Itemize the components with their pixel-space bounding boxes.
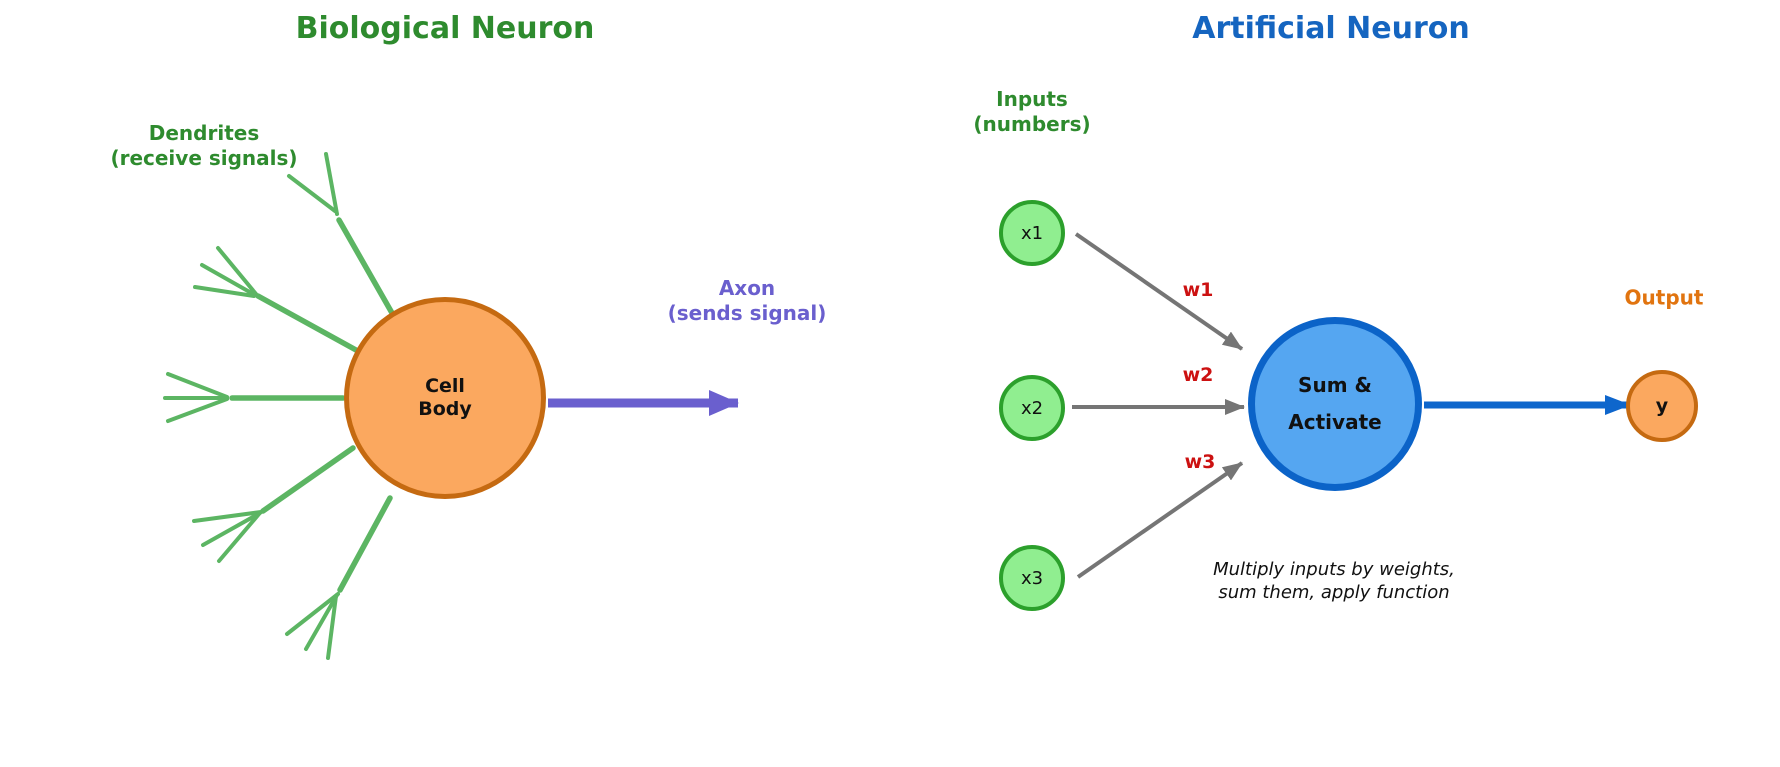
dendrites-label: Dendrites (receive signals)	[110, 121, 297, 171]
explanation-note-line2: sum them, apply function	[1218, 582, 1450, 603]
dendrites-label-line1: Dendrites	[148, 121, 260, 145]
input-node-x2-label: x2	[1020, 397, 1044, 419]
cell-body-label-line2: Body	[418, 398, 472, 420]
weight-arrow-w1	[1074, 232, 1244, 351]
axon-label: Axon (sends signal)	[668, 276, 827, 326]
sum-activate-node: Sum & Activate	[1248, 317, 1422, 491]
weight-label-w1: w1	[1182, 279, 1214, 301]
explanation-note-line1: Multiply inputs by weights,	[1213, 559, 1455, 580]
dendrites-label-line2: (receive signals)	[110, 146, 298, 170]
output-node-y-label: y	[1655, 395, 1669, 417]
weight-arrow-w3	[1076, 461, 1244, 579]
axon-label-line1: Axon	[718, 276, 776, 300]
left-panel-title: Biological Neuron	[295, 11, 595, 46]
inputs-label: Inputs (numbers)	[973, 87, 1090, 137]
input-node-x3-label: x3	[1020, 567, 1044, 589]
input-node-x1: x1	[999, 200, 1065, 266]
input-node-x3: x3	[999, 545, 1065, 611]
axon-label-line2: (sends signal)	[667, 301, 827, 325]
input-node-x2: x2	[999, 375, 1065, 441]
sum-activate-label-line1: Sum &	[1298, 373, 1372, 397]
weight-label-w3: w3	[1184, 451, 1216, 473]
weight-label-w2: w2	[1182, 364, 1214, 386]
input-node-x1-label: x1	[1020, 222, 1044, 244]
explanation-note: Multiply inputs by weights, sum them, ap…	[1213, 558, 1455, 604]
output-label: Output	[1624, 285, 1704, 310]
cell-body-label-line1: Cell	[425, 375, 465, 397]
right-panel-title: Artificial Neuron	[1192, 11, 1470, 46]
dendrites-lines	[163, 152, 395, 660]
inputs-label-line1: Inputs	[996, 87, 1068, 111]
output-node-y: y	[1626, 370, 1698, 442]
sum-activate-label-line2: Activate	[1288, 410, 1382, 434]
cell-body-node: Cell Body	[344, 297, 546, 499]
inputs-label-line2: (numbers)	[973, 112, 1091, 136]
